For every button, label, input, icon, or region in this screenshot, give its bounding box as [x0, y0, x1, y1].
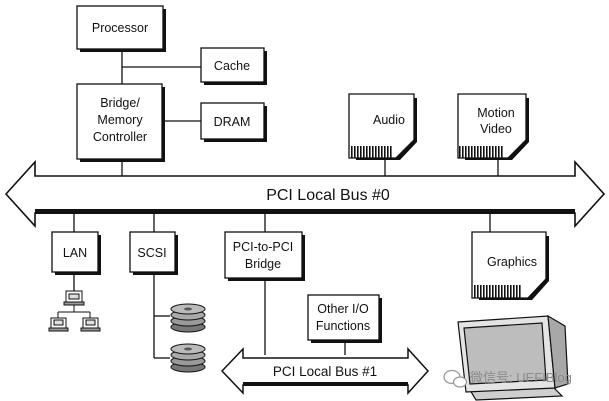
motion-video-label-line1: Motion [477, 106, 515, 120]
disk-drive-icon [170, 303, 206, 333]
audio-label: Audio [373, 113, 405, 127]
other-io-label-line2: Functions [316, 319, 370, 333]
disk-drive-icon [170, 343, 206, 373]
bridge-label-line3: Controller [93, 130, 147, 144]
audio-card: Audio [348, 93, 417, 160]
network-computers-icon [48, 290, 101, 332]
dram-box: DRAM [200, 102, 267, 142]
bus-1-label: PCI Local Bus #1 [273, 364, 377, 379]
connector-lines [73, 50, 499, 359]
monitor-icon [457, 314, 569, 401]
pci-local-bus-0: PCI Local Bus #0 [4, 159, 606, 229]
watermark: 微信号: UEFIBlog [443, 369, 572, 388]
cache-label: Cache [214, 59, 250, 73]
other-io-label-line1: Other I/O [317, 302, 369, 316]
graphics-card: Graphics [471, 231, 549, 300]
scsi-label: SCSI [137, 246, 166, 260]
dram-label: DRAM [214, 115, 251, 129]
cache-box: Cache [200, 47, 267, 85]
pci-to-pci-bridge-box: PCI-to-PCI Bridge [224, 231, 305, 281]
scsi-box: SCSI [129, 231, 178, 275]
bridge-label-line1: Bridge/ [100, 96, 140, 110]
processor-box: Processor [76, 5, 166, 52]
pci-local-bus-1: PCI Local Bus #1 [220, 347, 430, 395]
lan-box: LAN [51, 231, 101, 275]
lan-label: LAN [63, 246, 87, 260]
bus-0-label: PCI Local Bus #0 [266, 187, 390, 204]
graphics-label: Graphics [487, 255, 537, 269]
wechat-icon [443, 369, 468, 388]
pci-bridge-label-line1: PCI-to-PCI [233, 240, 293, 254]
processor-label: Processor [92, 21, 148, 35]
pci-bridge-label-line2: Bridge [245, 257, 281, 271]
bridge-label-line2: Memory [97, 113, 143, 127]
motion-video-card: Motion Video [457, 93, 529, 160]
other-io-functions-box: Other I/O Functions [307, 294, 382, 343]
watermark-text: 微信号: UEFIBlog [470, 370, 572, 385]
motion-video-label-line2: Video [480, 122, 512, 136]
bridge-memory-controller-box: Bridge/ Memory Controller [76, 83, 165, 162]
